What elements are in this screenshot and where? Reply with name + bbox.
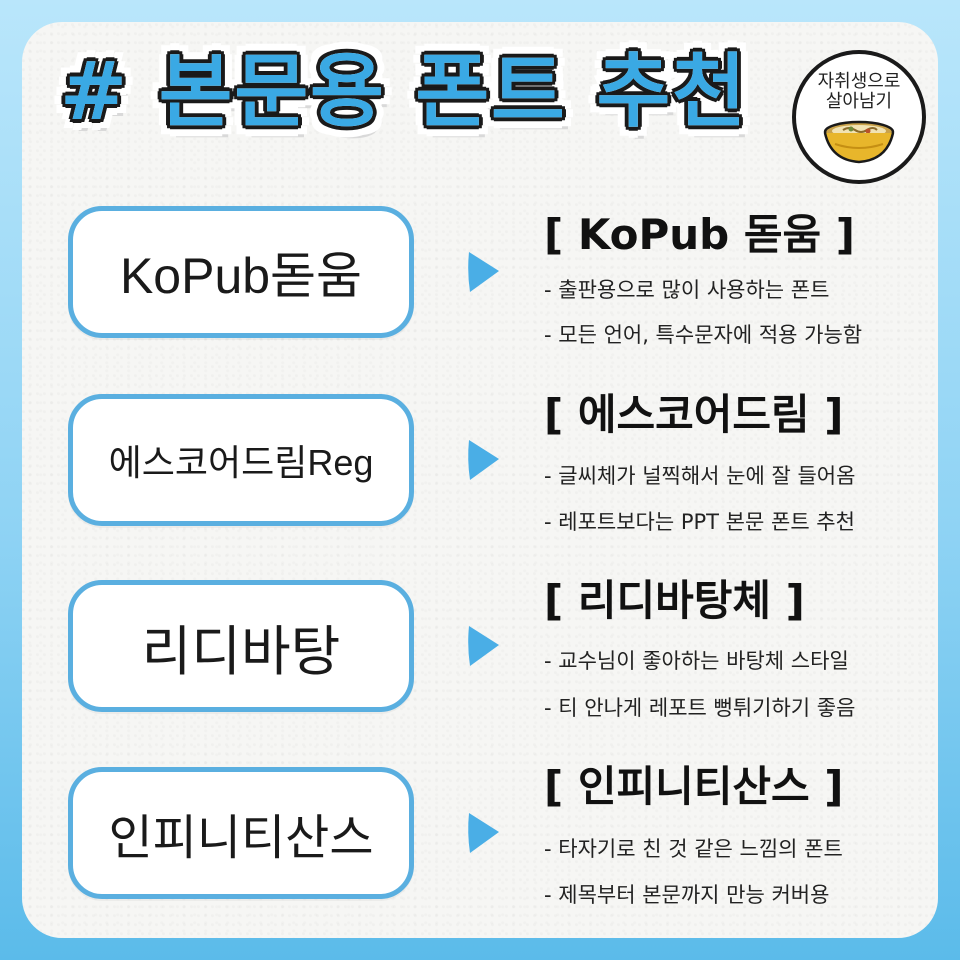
font-desc-3a: - 교수님이 좋아하는 바탕체 스타일 — [544, 649, 849, 673]
font-sample-label: KoPub돋움 — [119, 248, 363, 304]
font-heading-1: [ KoPub 돋움 ] — [544, 210, 855, 259]
font-sample-box-1: KoPub돋움 — [68, 206, 414, 338]
play-arrow-icon — [468, 813, 499, 853]
brand-logo: 자취생으로 살아남기 — [792, 50, 926, 184]
logo-text-line2: 살아남기 — [825, 91, 893, 112]
font-desc-2b: - 레포트보다는 PPT 본문 폰트 추천 — [544, 510, 855, 534]
font-desc-1a: - 출판용으로 많이 사용하는 폰트 — [544, 278, 830, 302]
font-sample-box-2: 에스코어드림Reg — [68, 394, 414, 526]
noodle-bowl-icon — [823, 120, 895, 164]
font-sample-label: 에스코어드림Reg — [108, 442, 374, 483]
play-arrow-icon — [468, 440, 499, 480]
poster-card: # 본문용 폰트 추천 자취생으로 살아남기 KoPub돋움 [ KoPub 돋… — [22, 22, 938, 938]
play-arrow-icon — [468, 252, 499, 292]
font-desc-4b: - 제목부터 본문까지 만능 커버용 — [544, 883, 830, 907]
font-sample-label: 인피니티산스 — [108, 812, 374, 865]
font-desc-3b: - 티 안나게 레포트 뻥튀기하기 좋음 — [544, 696, 856, 720]
font-sample-label: 리디바탕 — [141, 621, 341, 682]
font-desc-1b: - 모든 언어, 특수문자에 적용 가능함 — [544, 323, 863, 347]
font-heading-2: [ 에스코어드림 ] — [544, 390, 844, 439]
font-heading-4: [ 인피니티산스 ] — [544, 762, 844, 811]
logo-text-line1: 자취생으로 — [817, 71, 901, 92]
font-sample-box-3: 리디바탕 — [68, 580, 414, 712]
page-title: # 본문용 폰트 추천 — [60, 45, 748, 138]
font-desc-4a: - 타자기로 친 것 같은 느낌의 폰트 — [544, 837, 843, 861]
font-heading-3: [ 리디바탕체 ] — [544, 576, 805, 625]
font-sample-box-4: 인피니티산스 — [68, 767, 414, 899]
play-arrow-icon — [468, 626, 499, 666]
font-desc-2a: - 글씨체가 널찍해서 눈에 잘 들어옴 — [544, 464, 856, 488]
